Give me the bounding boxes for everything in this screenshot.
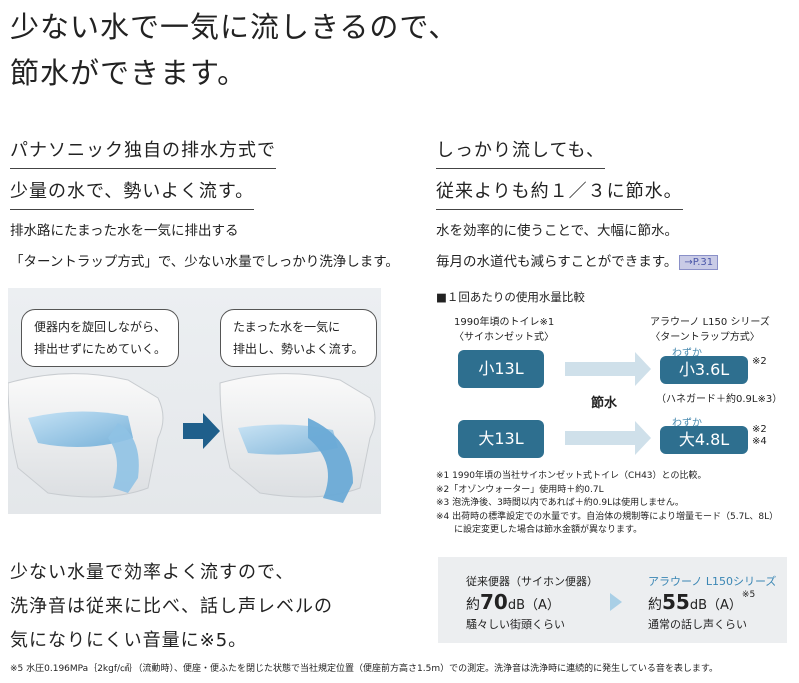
new-toilet-label: アラウーノ L150 シリーズ 〈ターントラップ方式〉 [650,317,770,343]
new-noise-desc: 通常の話し声くらい [648,618,747,631]
water-chart-heading: ■１回あたりの使用水量比較 [436,290,585,304]
comparison-arrow-icon [610,593,622,611]
left-subheading-1: パナソニック独自の排水方式で [10,136,276,169]
speech-bubble-right: たまった水を一気に 排出し、勢いよく流す。 [220,309,377,367]
toilet-left [8,373,164,498]
water-chart-notes: ※1 1990年頃の当社サイホンゼット式トイレ（CH43）との比較。 ※2「オゾ… [436,471,779,535]
large-volume-notes: ※2 ※4 [752,424,767,447]
noise-description: 少ない水量で効率よく流すので、 洗浄音は従来に比べ、話し声レベルの 気になりにく… [10,562,333,651]
old-noise-desc: 騒々しい街頭くらい [466,618,565,631]
headline-line-2: 節水ができます。 [10,56,248,90]
old-large-volume: 大13L [458,420,544,458]
old-toilet-name: 従来便器（サイホン便器） [466,575,598,588]
old-toilet-label: 1990年頃のトイレ※1 〈サイホンゼット式〉 [454,317,555,343]
arrow-large-bar [565,431,635,445]
toilet-right [219,373,376,503]
arrow-small-bar [565,362,635,376]
toilet-cutaway-illustration [8,373,376,503]
page-reference-link[interactable]: →P.31 [679,254,719,270]
page-footnote: ※5 水圧0.196MPa｛2kgf/㎠｝（流動時）、便座・便ふたを閉じた状態で… [10,664,718,674]
sessui-label: 節水 [591,396,618,411]
new-toilet-name: アラウーノ L150シリーズ [648,575,777,588]
new-noise-level: 約55dB（A）※5 [648,590,756,614]
left-body-1: 排水路にたまった水を一気に排出する [10,223,239,239]
right-subheading-1: しっかり流しても、 [436,136,606,169]
hane-guard-note: （ハネガード＋約0.9L※3） [656,394,783,405]
toilet-illustration-panel: 便器内を旋回しながら、 排出せずにためていく。 たまった水を一気に 排出し、勢い… [8,288,381,514]
old-small-volume: 小13L [458,350,544,388]
transition-arrow [183,413,220,449]
headline-line-1: 少ない水で一気に流しきるので、 [10,10,459,44]
wazuka-label-small: わずか [672,348,702,359]
arrow-large-head [635,421,651,455]
small-volume-note: ※2 [752,356,767,367]
right-body-1: 水を効率的に使うことで、大幅に節水。 [436,223,679,239]
page-headline: 少ない水で一気に流しきるので、 節水ができます。 [10,4,458,96]
right-subheading-2: 従来よりも約１／３に節水。 [436,177,683,210]
new-small-volume: 小3.6L [660,356,748,384]
speech-bubble-left: 便器内を旋回しながら、 排出せずにためていく。 [21,309,180,367]
noise-comparison-box: 従来便器（サイホン便器） 約70dB（A） 騒々しい街頭くらい アラウーノ L1… [438,557,787,643]
wazuka-label-large: わずか [672,418,702,429]
new-large-volume: 大4.8L [660,426,748,454]
left-subheading-2: 少量の水で、勢いよく流す。 [10,177,255,210]
right-body-2: 毎月の水道代も減らすことができます。→P.31 [436,250,719,270]
left-body-2: 「ターントラップ方式」で、少ない水量でしっかり洗浄します。 [10,254,399,270]
arrow-small-head [635,352,651,386]
old-noise-level: 約70dB（A） [466,590,560,614]
